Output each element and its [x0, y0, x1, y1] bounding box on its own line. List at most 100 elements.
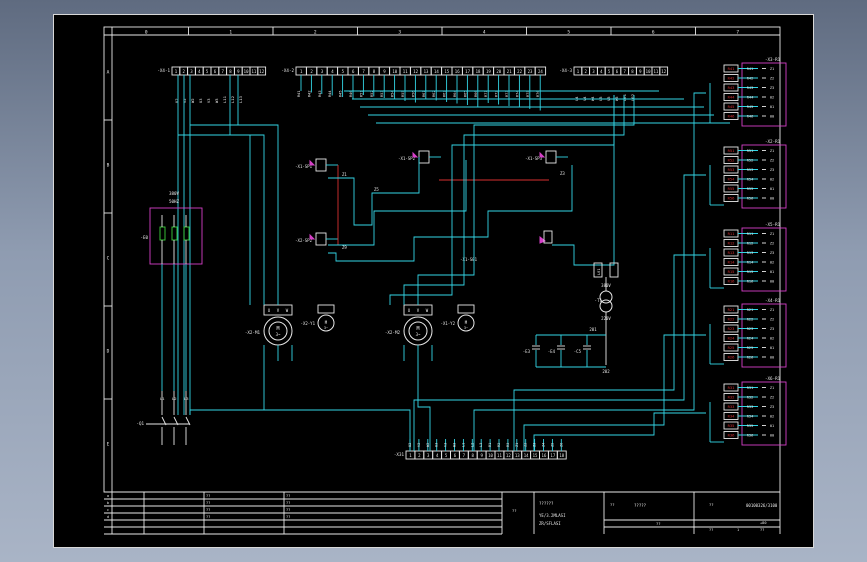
terminal-strip-x31-cell-number: 8	[472, 453, 475, 458]
board-input-label: R43	[728, 85, 735, 90]
terminal-strip-x4-2-cell-number: 23	[528, 69, 533, 74]
cap-tag: -C5	[574, 349, 582, 354]
board-row-label: R44	[747, 96, 754, 100]
board-col-label: Z3	[770, 327, 774, 331]
terminal-strip-x4-1-cell-number: 6	[214, 69, 217, 74]
motor-m1-fan-letter: M	[325, 320, 328, 325]
terminal-strip-x4-2-cell-number: 9	[383, 69, 386, 74]
motor-m2-letter: M	[416, 326, 419, 332]
terminal-strip-x4-3-label: -X4-3	[559, 68, 572, 73]
wire-tag: R64	[453, 91, 457, 98]
title-line1: YE/3.2MLASI	[539, 513, 566, 518]
board-row-label: R35	[747, 424, 754, 428]
terminal-strip-x4-1-cell-number: 4	[198, 69, 201, 74]
motor-m2-inner	[408, 321, 428, 341]
x31-wire-tag: Z3	[533, 443, 537, 447]
terminal-strip-x4-1-cell-number: 3	[190, 69, 193, 74]
title-cell-text: ??	[610, 502, 615, 507]
board-col-label: Z3	[770, 86, 774, 90]
transformer-in-label: L01	[597, 269, 601, 276]
board-input-label: R36	[728, 433, 736, 438]
motor-m1-fan-mark: 3~	[324, 326, 328, 330]
cap-bus-label: 201	[589, 327, 597, 332]
supply-coil	[159, 226, 166, 241]
wire	[389, 95, 615, 305]
motor-m1-fan-tag: -X2-Y1	[301, 321, 316, 326]
terminal-strip-x4-2-cell-number: 16	[455, 69, 460, 74]
pressure-switch-sp1-actuator	[309, 159, 316, 166]
terminal-strip-x31-cell-number: 4	[436, 453, 439, 458]
board-col-label: 02	[770, 415, 774, 419]
title-cell-text: ??	[206, 494, 210, 498]
board-col-label: Z3	[770, 251, 774, 255]
terminal-strip-x4-1-cell	[257, 66, 267, 76]
title-row-letter: c	[107, 508, 109, 512]
board-row-label: R32	[747, 396, 754, 400]
board-row-label: R23	[747, 327, 754, 331]
terminal-strip-x4-2-cell-number: 21	[507, 69, 512, 74]
board-row-label: R12	[747, 242, 754, 246]
board-input-label: R54	[728, 177, 736, 182]
terminal-strip-x4-2-cell-number: 19	[486, 69, 491, 74]
motor-m2-fan-mark: 3~	[464, 326, 468, 330]
board-input-label: R53	[728, 167, 735, 172]
board-col-label: Z2	[770, 396, 774, 400]
x31-wire-tag: U3	[435, 443, 439, 447]
supply-voltage: 380V	[169, 191, 180, 196]
board-col-label: Z3	[770, 405, 774, 409]
terminal-strip-x4-1-cell-number: 12	[259, 69, 264, 74]
board-row-label: R41	[747, 67, 754, 71]
terminal-strip-x4-1-cell-number: 11	[251, 69, 256, 74]
title-row-letter: b	[107, 501, 109, 505]
board-col-label: 01	[770, 187, 774, 191]
terminal-strip-x4-3-cell-number: 7	[623, 69, 626, 74]
x31-wire-tag: R3	[506, 443, 510, 447]
terminal-strip-x4-3-cell-number: 2	[584, 69, 587, 74]
terminal-strip-x4-2-cell-number: 7	[362, 69, 365, 74]
board-input-label: R24	[728, 336, 736, 341]
terminal-strip-x31-cell-number: 14	[524, 453, 529, 458]
x31-wire-tag: W3	[453, 443, 457, 447]
wire-label: Z3	[560, 171, 565, 176]
board-row-label: R56	[747, 197, 754, 201]
terminal-strip-x4-3-cell-number: 5	[608, 69, 611, 74]
title-row-letter: d	[107, 515, 109, 519]
board-col-label: 02	[770, 178, 774, 182]
board-row-label: R22	[747, 318, 754, 322]
wire	[190, 124, 279, 305]
wire-tag: U4	[574, 96, 579, 101]
terminal-strip-x4-1-cell-number: 8	[229, 69, 232, 74]
board-col-label: Z1	[770, 67, 774, 71]
board-row-label: R34	[747, 415, 754, 419]
terminal-strip-x4-3-cell	[659, 66, 669, 76]
pressure-switch-sp2-tag: -X2-SP2	[295, 238, 312, 243]
title-cell-text: ??	[206, 515, 210, 519]
terminal-strip-x4-2-cell-number: 13	[424, 69, 429, 74]
wire-tag: R54	[391, 91, 395, 98]
motor-m1-inner	[268, 321, 288, 341]
x31-wire-tag: Z6	[559, 443, 563, 447]
title-cell-text: ??	[286, 494, 290, 498]
terminal-strip-x31-cell-number: 3	[427, 453, 430, 458]
terminal-strip-x31-cell-number: 2	[418, 453, 421, 458]
pressure-switch-sp3-actuator	[412, 151, 419, 158]
board-input-label: R11	[728, 231, 736, 236]
terminal-strip-x4-1-cell-number: 10	[244, 69, 249, 74]
cap-tag: -E3	[523, 349, 531, 354]
wire-tag: R61	[422, 91, 426, 98]
title-main: ??????	[539, 501, 554, 506]
terminal-strip-x31-label: -X31	[394, 452, 405, 457]
board-input-label: R45	[728, 104, 735, 109]
terminal-strip-x4-2-cell-number: 15	[444, 69, 449, 74]
board-row-label: R11	[747, 232, 754, 236]
board-col-label: Z2	[770, 318, 774, 322]
x31-wire-tag: W2	[426, 443, 430, 447]
board-col-label: Z1	[770, 149, 774, 153]
supply-tag: -E0	[140, 235, 148, 240]
board-col-label: Z2	[770, 159, 774, 163]
motor-m2-fan-letter: M	[465, 320, 468, 325]
zone-row-letter: A	[107, 70, 110, 76]
title-line2: ZR/SFLASI	[539, 521, 561, 526]
wire-tag: R72	[495, 91, 499, 98]
title-cell-text: ??	[512, 508, 517, 513]
